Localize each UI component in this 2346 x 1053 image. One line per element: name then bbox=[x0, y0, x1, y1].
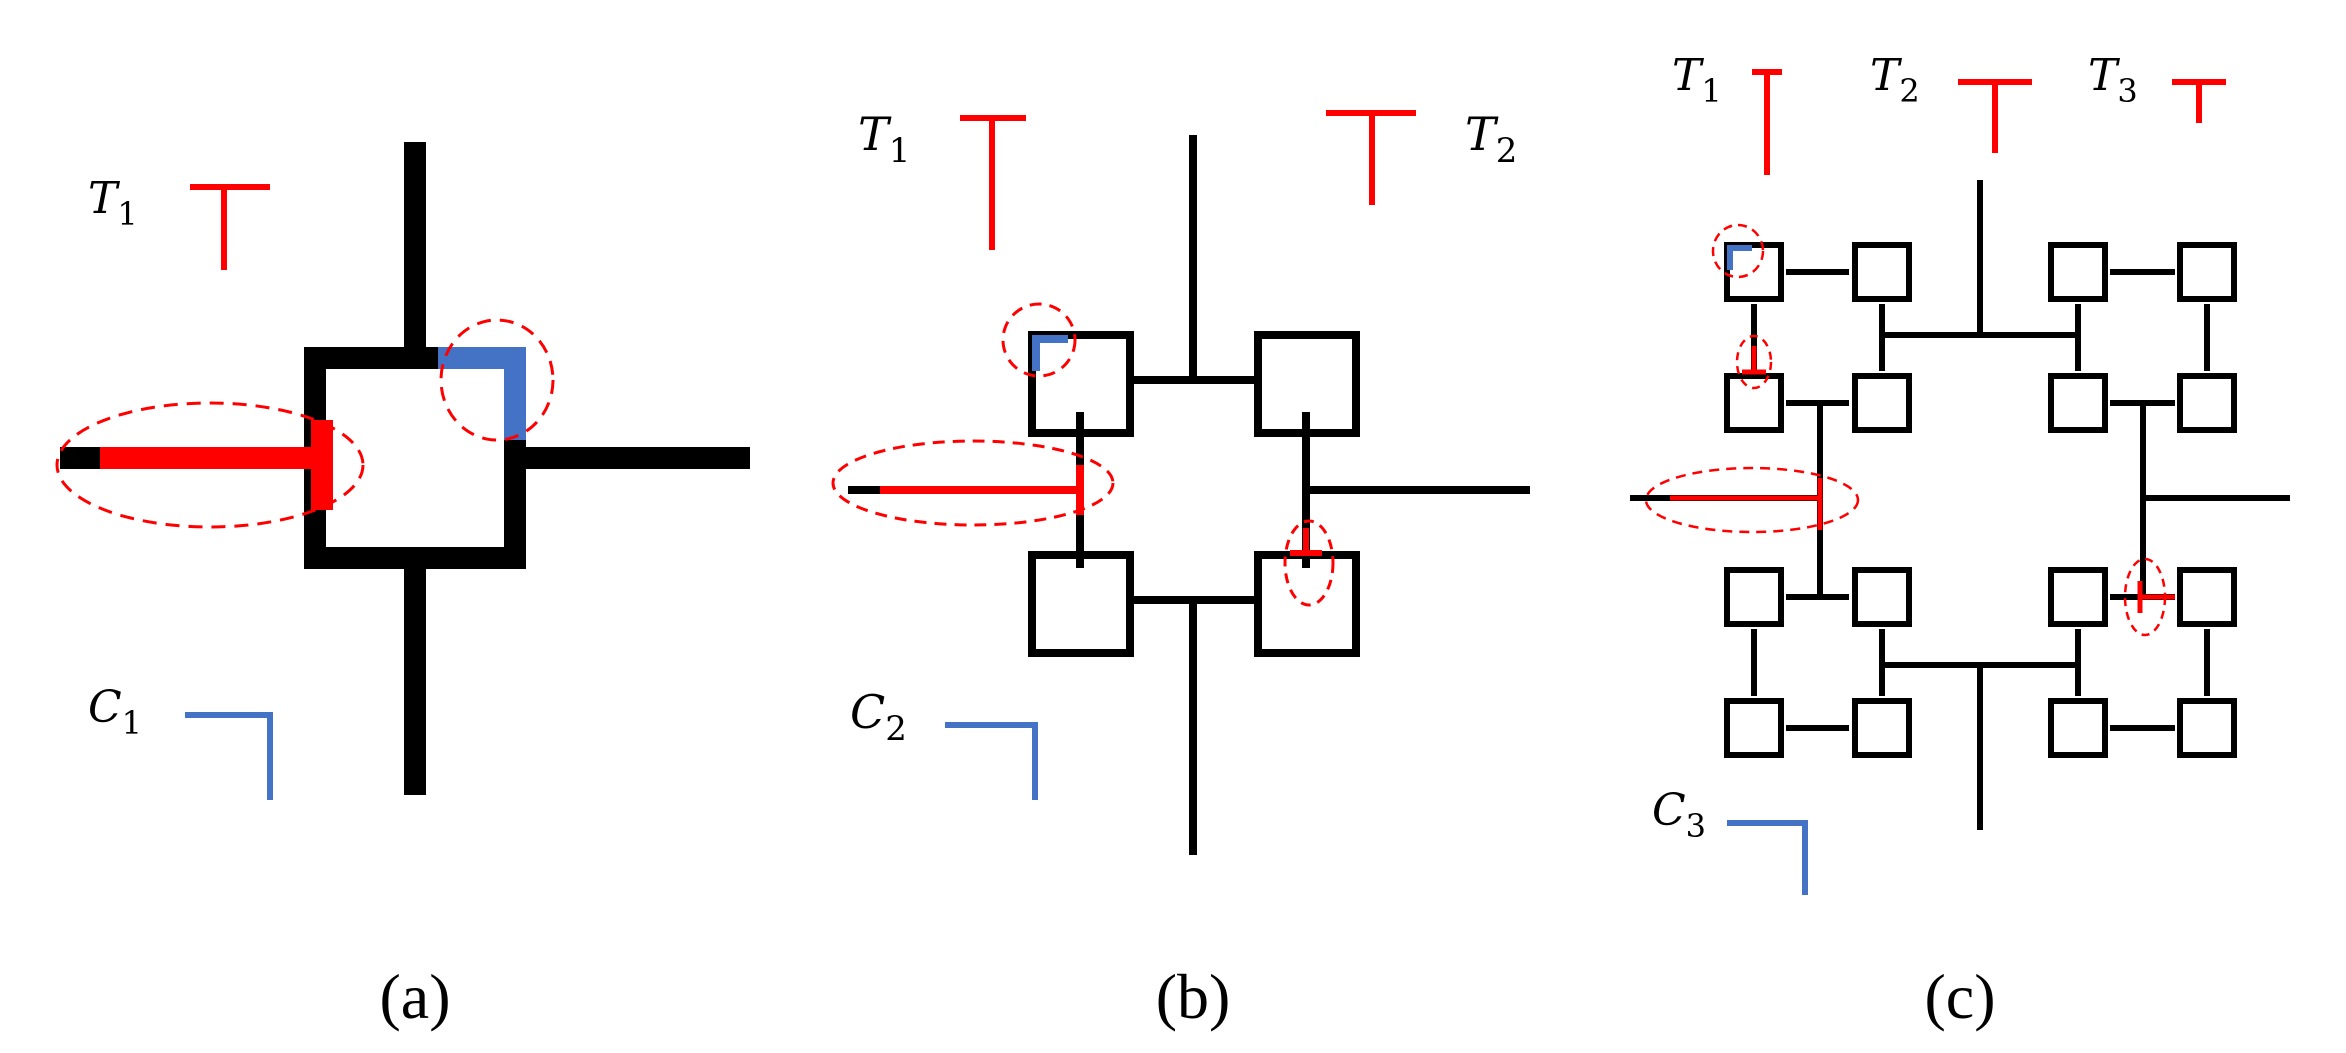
panel-c-label-t1: T1 bbox=[1672, 50, 1722, 110]
panel-b-tee-ellipse bbox=[831, 439, 1115, 527]
panel-c-small-tee-ellipse-br bbox=[2123, 557, 2167, 637]
panel-c-corner-ellipse bbox=[1711, 223, 1765, 279]
panel-a-label-t1: T1 bbox=[88, 173, 138, 233]
panel-b-square-tl bbox=[1028, 331, 1134, 437]
panel-b-label-t2: T2 bbox=[1465, 107, 1517, 171]
panel-b-corner-ellipse bbox=[1001, 302, 1077, 378]
tee-icon bbox=[1752, 69, 1782, 175]
panel-c-caption: (c) bbox=[1924, 961, 1995, 1032]
panel-a-caption: (a) bbox=[379, 961, 450, 1032]
tee-icon bbox=[1326, 110, 1416, 205]
tee-icon bbox=[960, 115, 1026, 250]
tee-icon bbox=[2172, 79, 2226, 123]
panel-b-square-tr bbox=[1254, 331, 1360, 437]
panel-a: T1 C1 (a) bbox=[55, 142, 750, 1032]
panel-b-tee-highlight bbox=[880, 465, 1084, 515]
panel-a-tee-highlight bbox=[100, 420, 333, 510]
panel-b-small-tee-ellipse bbox=[1283, 519, 1335, 607]
panel-c-small-tee-ellipse-tl bbox=[1735, 334, 1773, 390]
corner-icon bbox=[185, 712, 273, 800]
panel-c-label-t3: T3 bbox=[2088, 50, 2138, 110]
panel-c-tee-highlight bbox=[1670, 478, 1823, 530]
tee-icon bbox=[1958, 79, 2032, 153]
panel-b-label-t1: T1 bbox=[858, 107, 910, 171]
panel-a-corner-highlight bbox=[438, 347, 526, 440]
corner-icon bbox=[1727, 820, 1808, 895]
panel-b-small-tee-highlight bbox=[1290, 528, 1322, 556]
panel-b-corner-highlight bbox=[1032, 335, 1068, 371]
panel-a-center-square bbox=[304, 347, 526, 569]
tee-icon bbox=[190, 184, 270, 270]
panel-a-tee-ellipse bbox=[55, 401, 365, 529]
panel-b-label-c2: C2 bbox=[850, 685, 907, 749]
panel-b: T1 T2 C2 (b) bbox=[831, 107, 1530, 1032]
panel-b-caption: (b) bbox=[1156, 961, 1231, 1032]
panel-c: T1 T2 T3 C3 (c) bbox=[1630, 50, 2290, 1032]
panel-c-label-c3: C3 bbox=[1652, 785, 1706, 845]
panel-a-label-c1: C1 bbox=[88, 682, 142, 742]
panel-b-square-bl bbox=[1028, 551, 1134, 657]
panel-c-label-t2: T2 bbox=[1870, 50, 1920, 110]
panel-c-small-tee-highlight-tl bbox=[1742, 346, 1766, 375]
corner-icon bbox=[945, 722, 1038, 800]
panel-c-corner-highlight bbox=[1727, 245, 1752, 270]
panel-c-structure bbox=[1630, 180, 2290, 830]
panel-b-structure bbox=[848, 135, 1530, 855]
panel-a-corner-ellipse bbox=[439, 318, 555, 442]
panel-c-small-tee-highlight-br bbox=[2137, 581, 2175, 613]
panel-c-tee-ellipse bbox=[1644, 466, 1860, 534]
